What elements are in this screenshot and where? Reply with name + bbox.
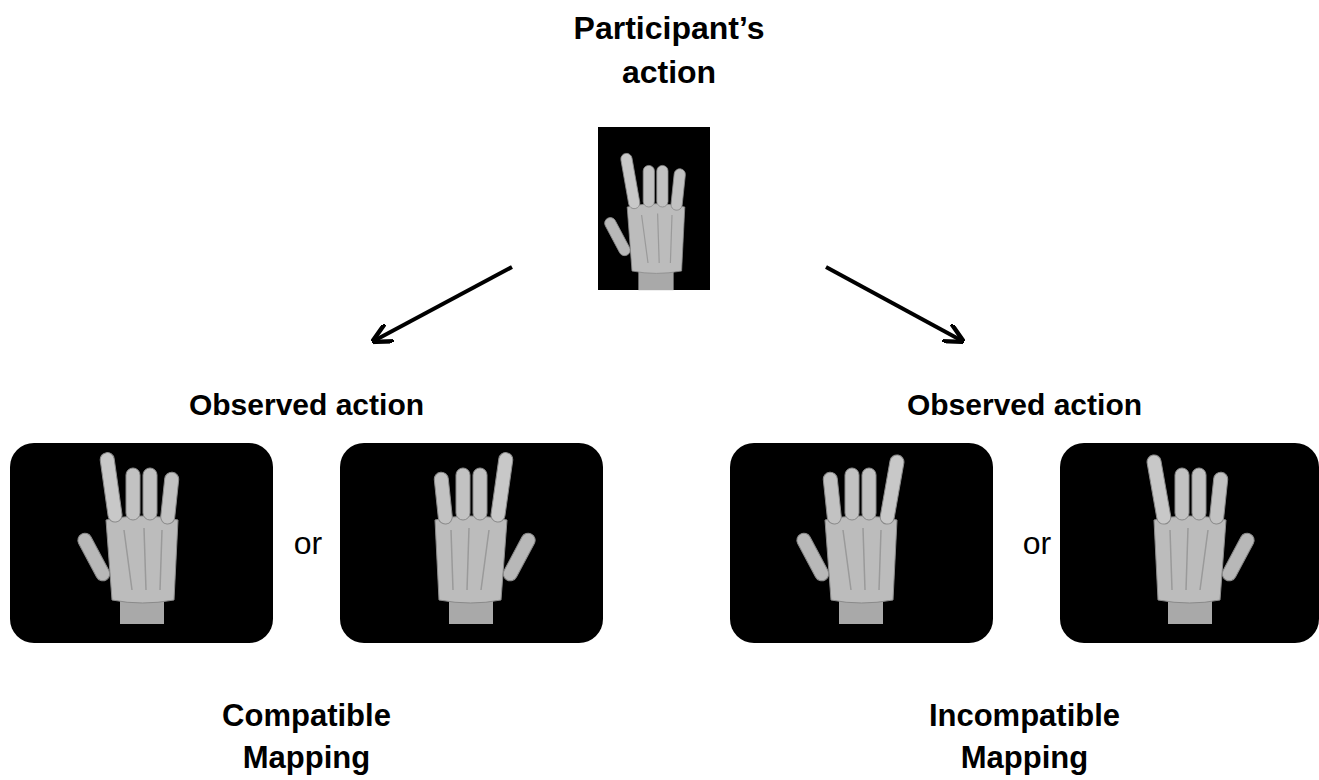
- condition-label: Compatible Mapping: [187, 695, 427, 779]
- hand-figure: [1146, 454, 1257, 624]
- image-frame: [10, 443, 273, 643]
- arrow-connector: [826, 267, 961, 340]
- panel-heading: Observed action: [907, 387, 1142, 423]
- panel-heading: Participant’s action: [549, 6, 789, 94]
- image-frame: [1060, 443, 1319, 643]
- image-frame: [598, 127, 710, 290]
- hand-figure: [603, 152, 686, 290]
- image-frame: [340, 443, 603, 643]
- hand-figure: [434, 452, 538, 624]
- figure-panel: Participant’s action: [512, 0, 826, 292]
- hand-figure: [75, 452, 179, 624]
- condition-label: Incompatible Mapping: [905, 695, 1145, 779]
- panel-heading: Observed action: [189, 387, 424, 423]
- image-frame: [730, 443, 993, 643]
- separator-word: or: [1023, 524, 1051, 562]
- hand-figure: [794, 454, 905, 624]
- separator-word: or: [294, 524, 322, 562]
- arrow-connector: [376, 267, 513, 340]
